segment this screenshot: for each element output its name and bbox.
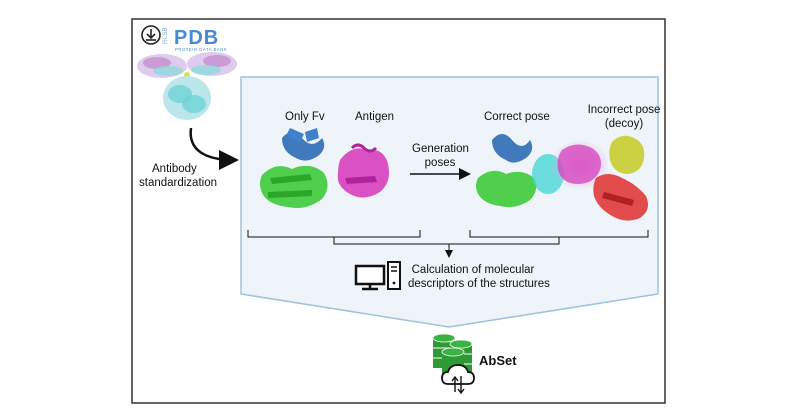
bracket-join	[333, 237, 560, 245]
svg-text:RCSB: RCSB	[163, 27, 169, 44]
incorrect-pose-label: Incorrect pose (decoy)	[587, 104, 661, 130]
antigen-label: Antigen	[355, 111, 395, 123]
process-panel	[240, 76, 659, 328]
only-fv-structure	[260, 128, 328, 208]
correct-pose-label: Correct pose	[484, 111, 550, 123]
antibody-structure-image	[137, 52, 237, 120]
generation-poses-label: Generation poses	[412, 143, 469, 169]
calculation-label: Calculation of molecular descriptors of …	[408, 264, 550, 290]
download-icon	[141, 25, 161, 45]
step-label-antibody: Antibody standardization	[139, 163, 217, 189]
decoy-structure	[593, 135, 648, 221]
only-fv-label: Only Fv	[285, 111, 325, 123]
standardization-arrow	[189, 127, 239, 170]
computer-icon	[354, 261, 401, 291]
cloud-sync-icon	[441, 364, 475, 395]
pdb-logo: RCSB PDB PROTEIN DATA BANK	[163, 27, 227, 52]
antigen-structure	[337, 143, 389, 198]
absset-label: AbSet	[479, 353, 517, 368]
svg-text:PROTEIN DATA BANK: PROTEIN DATA BANK	[175, 47, 227, 52]
correct-pose-structure	[476, 134, 608, 208]
svg-text:PDB: PDB	[174, 27, 219, 49]
